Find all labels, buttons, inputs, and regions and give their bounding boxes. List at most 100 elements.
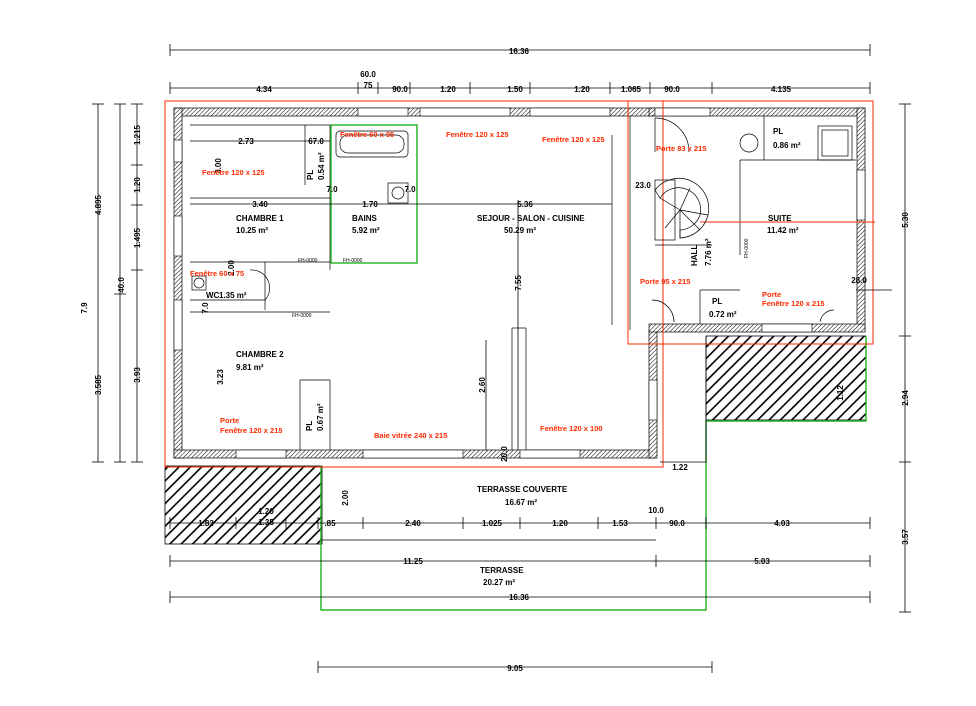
washbasin-bath — [387, 182, 409, 204]
dim-top-seg: 90.0 — [664, 85, 680, 94]
dim-bottom: 1.83 — [198, 519, 214, 528]
note-window: Fenêtre 120 x 125 — [446, 130, 509, 139]
room-wc-area: 1.35 m² — [219, 291, 247, 300]
dim-top-seg: 4.34 — [256, 85, 272, 94]
dim-left: 1.495 — [133, 227, 142, 248]
room-pl4-name: PL — [305, 421, 314, 431]
dim-inner: 7.55 — [514, 275, 523, 291]
dim-left: 40.0 — [117, 277, 126, 293]
terrasse-couverte-area: 16.67 m² — [505, 498, 537, 507]
note-door: Porte 83 x 215 — [656, 144, 706, 153]
dim-top-seg: 1.065 — [621, 85, 642, 94]
bathroom-outline — [330, 124, 418, 264]
dim-inner: 20.0 — [500, 446, 509, 462]
suite-basin — [739, 133, 759, 153]
room-pl1-area: 0.54 m² — [317, 152, 326, 180]
dim-inner: 67.0 — [308, 137, 324, 146]
dim-bottom: 11.25 — [403, 557, 423, 566]
dim-right: 2.94 — [901, 390, 910, 406]
room-sejour-area: 50.29 m² — [504, 226, 536, 235]
dim-bottom: 2.40 — [405, 519, 421, 528]
note-window: Fenêtre 120 x 100 — [540, 424, 603, 433]
dim-left: 3.93 — [133, 367, 142, 383]
room-hall-area: 7.76 m² — [704, 238, 713, 266]
dim-bottom: .85 — [324, 519, 336, 528]
fixtures — [191, 125, 853, 291]
fh-tag: FH-0000 — [298, 258, 318, 264]
washbasin-bowl — [391, 186, 405, 200]
fh-tag: FH-0000 — [343, 258, 363, 264]
dim-left: 1.215 — [133, 124, 142, 145]
opening-annotations: Fenêtre 60 x 95 Fenêtre 120 x 125 Fenêtr… — [190, 130, 825, 440]
top-dimensions: 16.36 4.34 60.0 75 90.0 1.20 1.50 1.20 1… — [169, 44, 871, 94]
room-labels: CHAMBRE 1 10.25 m² BAINS 5.92 m² SEJOUR … — [206, 127, 801, 587]
window-openings — [173, 107, 866, 459]
room-chambre2-area: 9.81 m² — [236, 363, 264, 372]
dim-inner: 3.00 — [214, 158, 223, 174]
dim-top-seg: 1.20 — [440, 85, 456, 94]
dim-top-overall: 16.36 — [509, 47, 530, 56]
room-chambre1-area: 10.25 m² — [236, 226, 268, 235]
dim-inner: 23.0 — [635, 181, 651, 190]
dim-inner: 1.12 — [836, 385, 845, 401]
dim-inner: 7.0 — [326, 185, 338, 194]
dim-left: 7.9 — [80, 302, 89, 314]
room-sejour-name: SEJOUR - SALON - CUISINE — [477, 214, 585, 223]
room-pl3-area: 0.72 m² — [709, 310, 737, 319]
terrasse-couverte-name: TERRASSE COUVERTE — [477, 485, 568, 494]
dim-inner: 2.00 — [341, 490, 350, 506]
hatched-area-right — [705, 335, 867, 421]
note-window: Fenêtre 60 x 95 — [340, 130, 394, 139]
red-overlay-outlines — [164, 100, 875, 468]
dim-bottom-overall: 16.36 — [509, 593, 530, 602]
door-swings — [249, 117, 835, 323]
dim-inner: 7.0 — [201, 302, 210, 314]
note-door: Fenêtre 120 x 215 — [762, 299, 825, 308]
left-dimensions: 7.9 4.895 40.0 3.585 1.215 1.20 1.495 3.… — [80, 103, 143, 463]
dim-bottom: 4.03 — [774, 519, 790, 528]
dim-top-seg: 90.0 — [392, 85, 408, 94]
dim-right: 5.30 — [901, 212, 910, 228]
dim-inner: 28.0 — [851, 276, 867, 285]
terrasse-name: TERRASSE — [480, 566, 524, 575]
dim-inner: 2.00 — [227, 260, 236, 276]
room-suite-name: SUITE — [768, 214, 792, 223]
dim-inner: 3.40 — [252, 200, 268, 209]
wc-seat — [193, 277, 205, 289]
fh-tag: FH-0000 — [744, 238, 750, 258]
room-pl2-area: 0.86 m² — [773, 141, 801, 150]
dim-bottom: 1.35 — [258, 518, 274, 527]
dim-inner: 2.73 — [238, 137, 254, 146]
dim-top-seg: 1.50 — [507, 85, 523, 94]
hatched-area-left — [164, 465, 323, 545]
spiral-staircase — [654, 177, 712, 246]
note-window: Fenêtre 60 x 75 — [190, 269, 244, 278]
note-door: Porte — [762, 290, 781, 299]
dim-bottom: 90.0 — [669, 519, 685, 528]
wc-bowl — [191, 275, 207, 291]
dim-inner: 1.70 — [362, 200, 378, 209]
fh-tags: FH-0000 FH-0000 FH-0000 FH-0000 — [292, 238, 750, 319]
note-door: Fenêtre 120 x 215 — [220, 426, 283, 435]
dim-bottom: 1.20 — [258, 507, 274, 516]
dim-inner: 1.22 — [672, 463, 688, 472]
room-pl3-name: PL — [712, 297, 722, 306]
dim-inner: 2.60 — [478, 377, 487, 393]
note-door: Porte 95 x 215 — [640, 277, 690, 286]
dim-right: 3.57 — [901, 529, 910, 545]
inner-dimensions: 2.73 67.0 7.0 7.0 3.40 1.70 5.36 7.55 3.… — [190, 137, 892, 506]
dim-inner: 5.36 — [517, 200, 533, 209]
terrace-outline — [320, 336, 867, 611]
room-pl1-name: PL — [306, 170, 315, 180]
right-dimensions: 5.30 2.94 3.57 — [899, 103, 911, 613]
dim-left: 3.585 — [94, 374, 103, 395]
terrasse-area: 20.27 m² — [483, 578, 515, 587]
note-bay-window: Baie vitrée 240 x 215 — [374, 431, 447, 440]
bathtub — [335, 130, 409, 158]
note-window: Fenêtre 120 x 125 — [542, 135, 605, 144]
room-pl2-name: PL — [773, 127, 783, 136]
room-chambre1-name: CHAMBRE 1 — [236, 214, 284, 223]
room-hall-name: HALL — [690, 245, 699, 266]
dim-inner: 3.23 — [216, 369, 225, 385]
